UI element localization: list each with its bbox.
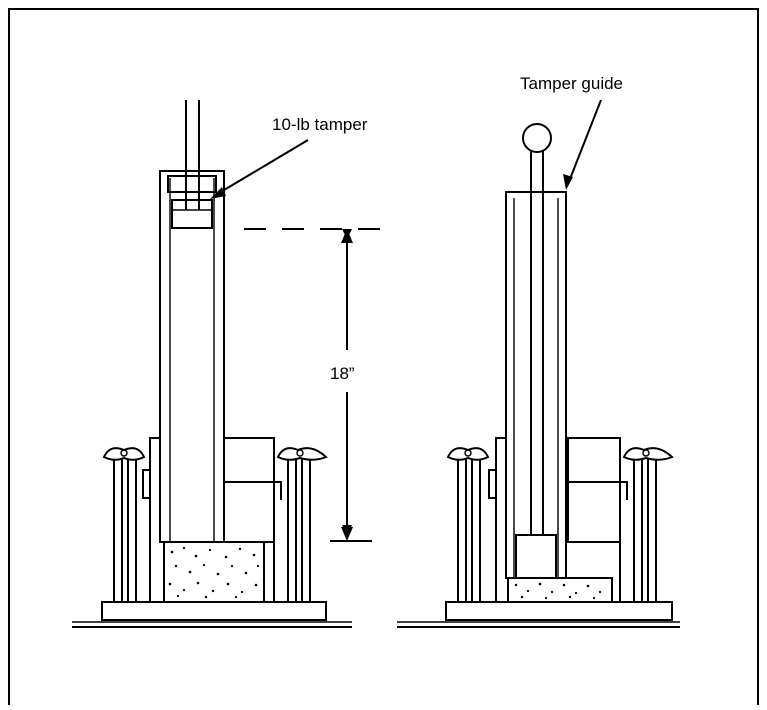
left-base-plate (101, 601, 327, 621)
right-wing-nut-right (622, 447, 674, 461)
tamper-leader (213, 139, 309, 197)
right-tamper-knob (522, 123, 552, 153)
right-apparatus (397, 99, 680, 628)
figure-frame (8, 8, 759, 705)
left-post-outer-right (287, 454, 297, 603)
guide-leader (567, 99, 602, 185)
right-tamper-head (515, 534, 557, 579)
right-guide-tube (505, 191, 567, 579)
left-soil-speckles (168, 546, 260, 599)
tamper-guide-label: Tamper guide (520, 74, 623, 93)
drop-height-label: 18” (330, 364, 355, 383)
tamper-label: 10-lb tamper (272, 115, 368, 134)
left-tamper-head (171, 199, 213, 229)
left-soil-sample (163, 541, 265, 603)
right-base-plate (445, 601, 673, 621)
right-wing-nut-left (446, 447, 490, 461)
left-wing-nut-right (276, 447, 328, 461)
left-wing-nut-left (102, 447, 146, 461)
right-soil-speckles (514, 582, 602, 600)
right-soil-sample (507, 577, 613, 603)
left-post-outer-left (113, 454, 123, 603)
left-apparatus (72, 100, 388, 628)
